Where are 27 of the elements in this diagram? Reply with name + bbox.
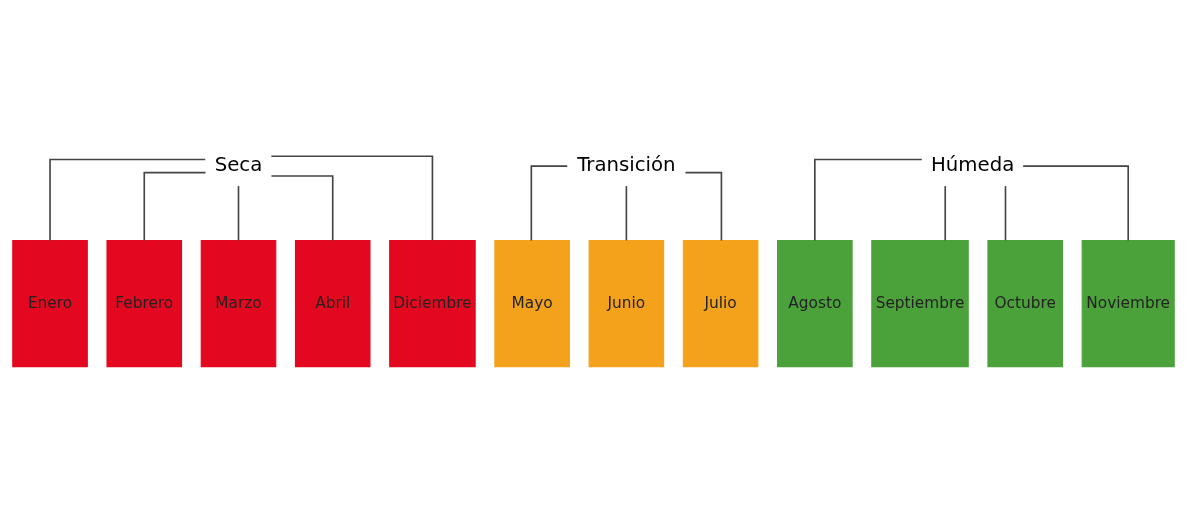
node-box: Junio [588, 239, 665, 367]
connector [1022, 164, 1129, 241]
node-box: Septiembre [871, 239, 969, 367]
node-box: Julio [682, 239, 759, 367]
node-box: Diciembre [389, 239, 476, 367]
node-box: Agosto [777, 239, 853, 367]
node-text: Seca [214, 152, 263, 176]
connector [625, 184, 628, 241]
connector [270, 174, 334, 241]
connector [684, 171, 723, 241]
connector [530, 164, 569, 241]
node-text: Transición [577, 152, 676, 176]
node-box: Noviembre [1081, 239, 1175, 367]
connector [143, 171, 207, 241]
node-box: Marzo [200, 239, 277, 367]
node-box: Febrero [106, 239, 183, 367]
connector [237, 184, 240, 241]
node-text: Húmeda [930, 152, 1015, 176]
connector [49, 158, 207, 241]
connector [270, 154, 434, 241]
connector [814, 158, 923, 241]
connector [1004, 184, 1007, 241]
node-box: Enero [12, 239, 88, 367]
node-box: Abril [294, 239, 371, 367]
node-box: Mayo [494, 239, 570, 367]
node-box: Octubre [987, 239, 1063, 367]
connector [944, 184, 947, 241]
